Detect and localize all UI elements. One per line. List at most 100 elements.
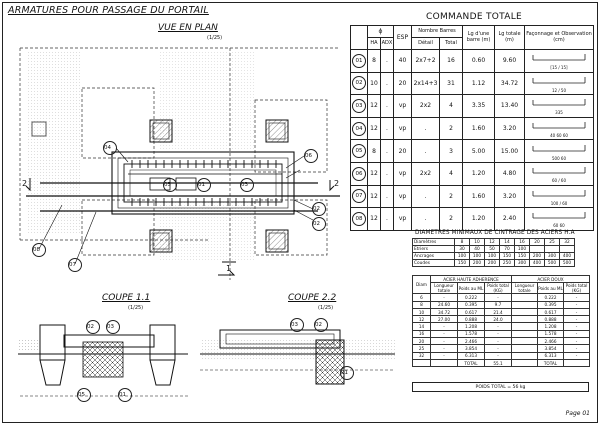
row-lg-totale: 13.40 xyxy=(494,94,525,118)
acier-total-label: TOTAL xyxy=(457,358,485,368)
bar-shape-icon xyxy=(532,189,586,197)
main-bars xyxy=(26,182,340,212)
acier-cell-d: 12 xyxy=(412,315,431,324)
acier-cell-pt: 9.7 xyxy=(484,300,512,309)
acier-row: 32-6.313-6.313- xyxy=(412,351,590,360)
small-square xyxy=(31,121,47,137)
row-esp: vp xyxy=(393,94,412,118)
acier-row: 14-1.208-1.208- xyxy=(412,322,590,331)
bar-shape-icon xyxy=(532,212,586,219)
acier-cell-pt: - xyxy=(484,337,512,346)
acier-sub-pml2: Poids au ML xyxy=(537,282,564,295)
diametres-title: DIAMETRES MINIMAUX DE CINTRAGE DES ACIER… xyxy=(415,230,575,236)
acier-cell-d: 14 xyxy=(412,322,431,331)
callout-06: 06 xyxy=(304,149,318,163)
diametres-cell: 400 xyxy=(559,252,575,260)
row-shape: 40 60 60 xyxy=(550,133,568,139)
row-number: 08 xyxy=(352,211,366,226)
callout-04: 04 xyxy=(103,141,117,155)
row-number: 02 xyxy=(352,76,366,91)
row-number: 04 xyxy=(352,121,366,136)
acier-cell-pt2: - xyxy=(563,322,590,331)
header-total: Total xyxy=(439,37,463,50)
diametres-cell: 14 xyxy=(499,238,515,246)
row-detail: 2x7+2 xyxy=(411,49,440,73)
acier-cell-pml: 0.222 xyxy=(457,293,485,302)
row-number: 01 xyxy=(352,53,366,68)
acier-cell-lt: - xyxy=(430,293,458,302)
coupe22-title: COUPE 2.2 xyxy=(288,293,337,303)
bar-shape-icon xyxy=(532,99,586,106)
section-marks xyxy=(25,178,335,276)
row-total: 4 xyxy=(439,94,463,118)
row-ha: 12 xyxy=(367,161,381,186)
diametres-cell: 150 xyxy=(499,252,515,260)
acier-cell-pt2: - xyxy=(563,337,590,346)
diametres-row-label: Coudes xyxy=(412,259,455,267)
row-total: 16 xyxy=(439,49,463,73)
diametres-cell xyxy=(529,245,545,253)
diametres-cell xyxy=(559,245,575,253)
row-detail: . xyxy=(411,139,440,163)
acier-cell-pt: 21.4 xyxy=(484,307,512,317)
row-detail: . xyxy=(411,116,440,141)
acier-sub-lt: Longueur totale xyxy=(430,282,458,295)
acier-cell-d: 16 xyxy=(412,329,431,339)
acier-cell-lt: 34.72 xyxy=(430,307,458,317)
row-lg-barre: 5.00 xyxy=(462,139,495,163)
diametres-cell: 10 xyxy=(469,238,485,246)
diametres-cell: 100 xyxy=(454,252,470,260)
acier-cell-pml: 3.854 xyxy=(457,344,485,353)
diametres-row-label: Diamètres xyxy=(412,238,455,246)
coupe11-title: COUPE 1.1 xyxy=(102,293,151,303)
diametres-cell: 100 xyxy=(469,252,485,260)
diametres-cell: 500 xyxy=(559,259,575,267)
diametres-cell: 100 xyxy=(484,252,500,260)
acier-cell-pt: - xyxy=(484,322,512,331)
acier-cell-pml: 1.578 xyxy=(457,329,485,339)
row-ha: 12 xyxy=(367,207,381,231)
coupe22-callout-03: 03 xyxy=(290,318,304,332)
row-total: 2 xyxy=(439,116,463,141)
acier-cell-pml2: 3.854 xyxy=(537,344,564,353)
acier-cell-lt: 24.60 xyxy=(430,300,458,309)
acier-cell-pml: 2.466 xyxy=(457,337,485,346)
callout-02: 02 xyxy=(312,202,326,216)
diametres-cell: 8 xyxy=(454,238,470,246)
acier-cell-d: 6 xyxy=(412,293,431,302)
row-number: 06 xyxy=(352,166,366,181)
acier-cell-lt: - xyxy=(430,337,458,346)
diametres-cell: 200 xyxy=(484,259,500,267)
row-ha: 8 xyxy=(367,49,381,73)
acier-cell-lt2 xyxy=(511,307,538,317)
acier-row: 25-3.854-3.854- xyxy=(412,344,590,353)
acier-cell-lt2 xyxy=(511,315,538,324)
diametres-cell: 25 xyxy=(544,238,560,246)
callout-01: 01 xyxy=(197,178,211,192)
row-total: 2 xyxy=(439,184,463,209)
header-ha: HA xyxy=(367,37,381,50)
diametres-cell: 250 xyxy=(499,259,515,267)
header-esp: ESP xyxy=(393,25,412,50)
row-lg-barre: 1.12 xyxy=(462,71,495,96)
bar-shape-icon xyxy=(532,122,586,129)
section-label-right: 2 xyxy=(334,179,340,188)
row-ha: 12 xyxy=(367,184,381,209)
row-shape: 12 / 50 xyxy=(551,87,567,93)
row-shape: 335 xyxy=(555,110,563,116)
acier-cell-lt2 xyxy=(511,322,538,331)
row-adx: . xyxy=(380,139,394,163)
acier-cell-pt: - xyxy=(484,293,512,302)
row-adx: . xyxy=(380,71,394,96)
coupe22-callout-01: 01 xyxy=(340,366,354,380)
diametres-cell: 300 xyxy=(544,252,560,260)
drawing-title: ARMATURES POUR PASSAGE DU PORTAIL xyxy=(8,5,209,16)
row-ha: 10 xyxy=(367,71,381,96)
acier-cell-pt2: - xyxy=(563,307,590,317)
acier-cell-lt2 xyxy=(511,300,538,309)
